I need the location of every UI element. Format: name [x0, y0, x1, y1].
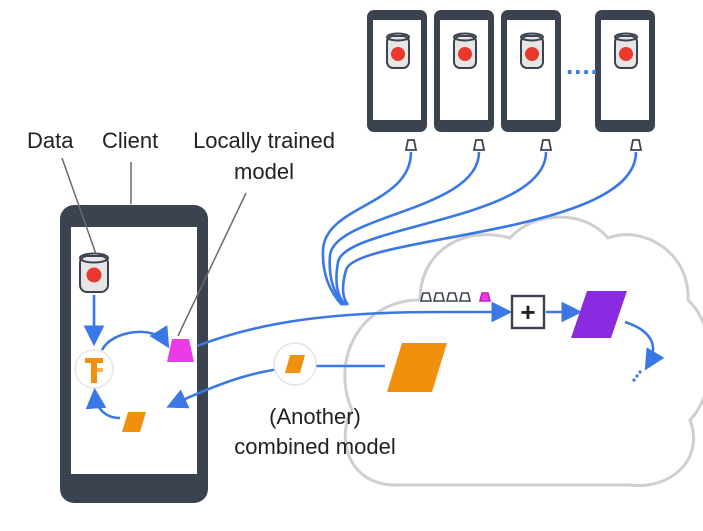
cloud-icon: [343, 215, 703, 488]
transit-model: [273, 342, 317, 386]
local-model-trapezoid: [167, 339, 194, 362]
label-another-line1: (Another): [269, 404, 361, 429]
tensorflow-logo-icon: [74, 349, 114, 389]
remote-client-phone: [367, 10, 427, 132]
training-loop: [85, 325, 170, 420]
combined-model-parallelogram: [387, 343, 447, 392]
leader-lines: [61, 157, 247, 337]
continuation-arrow: [624, 320, 665, 371]
remote-client-phone: [501, 10, 561, 132]
plus-box-icon: +: [510, 294, 546, 330]
phones-ellipsis: ....: [566, 50, 599, 80]
label-client: Client: [102, 128, 159, 153]
upload-arrow: [196, 301, 513, 348]
database-icon: [614, 32, 638, 69]
update-queue: [419, 292, 492, 302]
remote-client-phone: [434, 10, 494, 132]
local-combined-model: [122, 412, 146, 432]
label-another-line2: combined model: [234, 434, 396, 459]
label-locally-trained-line1: Locally trained: [193, 128, 335, 153]
label-locally-trained-line2: model: [234, 159, 294, 184]
database-icon: [79, 252, 109, 293]
remote-client-phone: [595, 10, 655, 132]
continuation-dots: [632, 370, 642, 382]
database-icon: [453, 32, 477, 69]
aggregated-model-parallelogram: [571, 291, 627, 338]
model-trapezoid-icon: [404, 139, 643, 151]
plus-symbol: +: [520, 297, 535, 327]
upload-curves: [321, 151, 638, 306]
database-icon: [520, 32, 544, 69]
label-data: Data: [27, 128, 74, 153]
database-icon: [386, 32, 410, 69]
